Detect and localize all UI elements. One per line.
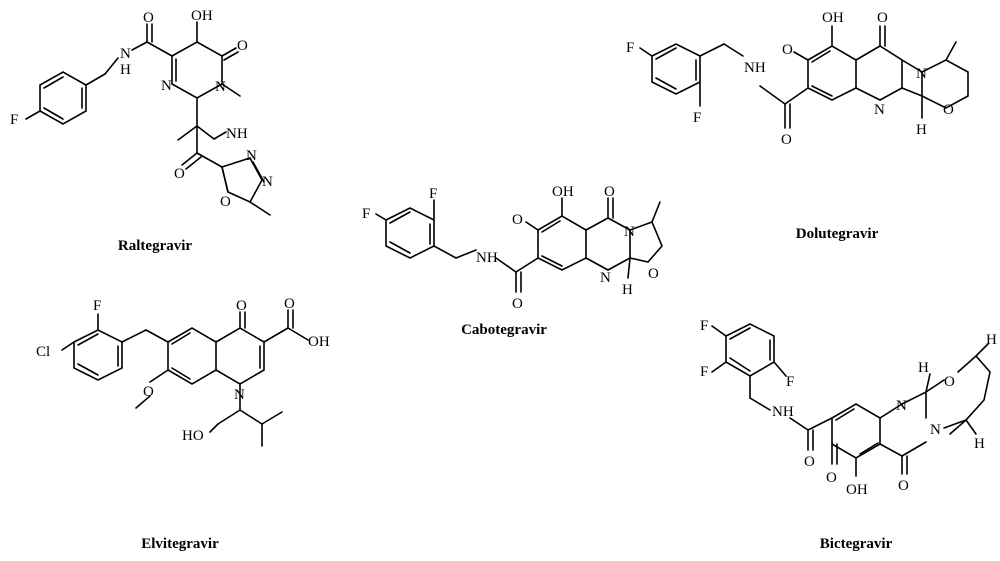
- atom-h1: H: [918, 360, 929, 376]
- caption-raltegravir: Raltegravir: [118, 238, 192, 254]
- molecule-cabotegravir: F F NH O O OH O N N O H Cabotegravir: [362, 184, 663, 338]
- atom-n-amide: N: [120, 46, 131, 62]
- atom-o-ring: O: [648, 266, 659, 282]
- atom-o-amide: O: [804, 454, 815, 470]
- atom-oh: OH: [552, 184, 574, 200]
- atom-nh: NH: [226, 126, 248, 142]
- atom-oh-acid: OH: [308, 334, 330, 350]
- atom-nh: NH: [476, 250, 498, 266]
- atom-o-methoxy: O: [143, 384, 154, 400]
- atom-o-amide2: O: [174, 166, 185, 182]
- atom-cl: Cl: [36, 344, 50, 360]
- caption-bictegravir: Bictegravir: [820, 536, 893, 552]
- atom-o-keto: O: [826, 470, 837, 486]
- atom-n-ring: N: [234, 387, 245, 403]
- atom-o-keto: O: [236, 298, 247, 314]
- atom-h2: H: [986, 332, 997, 348]
- atom-oh: OH: [191, 8, 213, 24]
- atom-o-keto: O: [512, 212, 523, 228]
- atom-o-amide: O: [781, 132, 792, 148]
- molecule-elvitegravir: Cl F O O OH O N HO Elvitegravir: [36, 296, 330, 552]
- atom-o-amide: O: [512, 296, 523, 312]
- molecule-dolutegravir: F F NH O O OH O N N O H Dolutegravir: [626, 10, 969, 242]
- atom-o-keto: O: [782, 42, 793, 58]
- atom-n-oxa2: N: [262, 174, 273, 190]
- molecule-raltegravir: F N H O OH O N N NH O N N O Raltegravir: [10, 8, 273, 254]
- atom-n-oxa1: N: [246, 148, 257, 164]
- atom-o-acid: O: [284, 296, 295, 312]
- atom-o-keto: O: [237, 38, 248, 54]
- atom-n1: N: [215, 79, 226, 95]
- atom-ho: HO: [182, 428, 204, 444]
- atom-n3: N: [161, 78, 172, 94]
- atom-nh: NH: [772, 404, 794, 420]
- atom-o-keto2: O: [877, 10, 888, 26]
- atom-n-ring2: N: [624, 224, 635, 240]
- atom-n-ring: N: [874, 102, 885, 118]
- atom-f: F: [93, 298, 101, 314]
- atom-h-ring: H: [622, 282, 633, 298]
- atom-oh: OH: [822, 10, 844, 26]
- atom-f: F: [10, 112, 18, 128]
- atom-f2: F: [693, 110, 701, 126]
- atom-oh: OH: [846, 482, 868, 498]
- atom-o-amide: O: [143, 10, 154, 26]
- atom-h-ring: H: [916, 122, 927, 138]
- atom-o-oxa: O: [220, 194, 231, 210]
- caption-cabotegravir: Cabotegravir: [461, 322, 547, 338]
- atom-f1: F: [700, 318, 708, 334]
- atom-o-ring: O: [944, 374, 955, 390]
- atom-f3: F: [700, 364, 708, 380]
- atom-h-amide: H: [120, 62, 131, 78]
- atom-f2: F: [429, 186, 437, 202]
- atom-h3: H: [974, 436, 985, 452]
- atom-f1: F: [362, 206, 370, 222]
- atom-o-keto2: O: [604, 184, 615, 200]
- atom-n-ring2: N: [916, 66, 927, 82]
- molecule-bictegravir: F F F NH O N O H N H H O O OH Bictegravi…: [700, 318, 997, 552]
- atom-f2: F: [786, 374, 794, 390]
- atom-n-ring2: N: [930, 422, 941, 438]
- atom-f1: F: [626, 40, 634, 56]
- caption-dolutegravir: Dolutegravir: [796, 226, 879, 242]
- atom-o-ring: O: [943, 102, 954, 118]
- atom-o-keto2: O: [898, 478, 909, 494]
- atom-nh: NH: [744, 60, 766, 76]
- caption-elvitegravir: Elvitegravir: [141, 536, 219, 552]
- atom-n-ring: N: [600, 270, 611, 286]
- atom-n-ring: N: [896, 398, 907, 414]
